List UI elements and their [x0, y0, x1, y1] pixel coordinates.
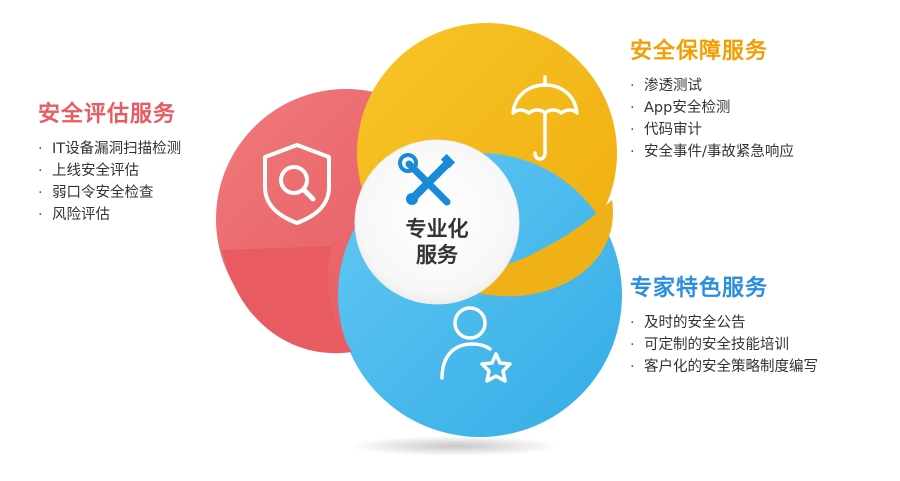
section-expert-services: 专家特色服务 · 及时的安全公告 · 可定制的安全技能培训 · 客户化的安全策略制度编…: [630, 270, 818, 378]
list-item: · 可定制的安全技能培训: [630, 334, 818, 356]
bullet-dot: ·: [38, 163, 43, 179]
list-item: · 及时的安全公告: [630, 312, 818, 334]
user-star-icon: [440, 306, 512, 383]
list-item-text: 弱口令安全检查: [52, 185, 154, 201]
list-item: · IT设备漏洞扫描检测: [38, 138, 181, 160]
bullet-dot: ·: [630, 122, 635, 138]
list-item: · 弱口令安全检查: [38, 182, 181, 204]
list-item-text: App安全检测: [644, 100, 731, 116]
section-title: 安全评估服务: [38, 102, 177, 127]
bullet-dot: ·: [630, 144, 635, 160]
bullet-list: · 及时的安全公告 · 可定制的安全技能培训 · 客户化的安全策略制度编写: [630, 312, 818, 378]
list-item-text: 代码审计: [644, 122, 702, 138]
bullet-dot: ·: [38, 185, 43, 201]
bullet-list: · 渗透测试 · App安全检测 · 代码审计 · 安全事件/事故紧急响应: [630, 75, 794, 163]
list-item: · 代码审计: [630, 119, 794, 141]
center-label-line2: 服务: [416, 243, 458, 267]
bullet-dot: ·: [630, 315, 635, 331]
section-security-assessment: 安全评估服务 · IT设备漏洞扫描检测 · 上线安全评估 · 弱口令安全检查 · 风险评…: [38, 96, 181, 226]
bullet-list: · IT设备漏洞扫描检测 · 上线安全评估 · 弱口令安全检查 · 风险评估: [38, 138, 181, 226]
list-item-text: 安全事件/事故紧急响应: [644, 144, 794, 160]
bullet-dot: ·: [630, 78, 635, 94]
section-title: 安全保障服务: [630, 39, 769, 64]
section-security-assurance: 安全保障服务 · 渗透测试 · App安全检测 · 代码审计 · 安全事件/事故紧急响应: [630, 33, 794, 163]
list-item-text: IT设备漏洞扫描检测: [52, 141, 182, 157]
bullet-dot: ·: [630, 100, 635, 116]
list-item-text: 渗透测试: [644, 78, 702, 94]
section-title: 专家特色服务: [630, 276, 769, 301]
list-item-text: 风险评估: [52, 207, 110, 223]
list-item-text: 客户化的安全策略制度编写: [644, 359, 818, 375]
ground-shadow: [350, 436, 560, 456]
list-item-text: 可定制的安全技能培训: [644, 337, 789, 353]
list-item: · 安全事件/事故紧急响应: [630, 141, 794, 163]
list-item-text: 及时的安全公告: [644, 315, 746, 331]
bullet-dot: ·: [630, 337, 635, 353]
list-item: · 客户化的安全策略制度编写: [630, 356, 818, 378]
center-disk: [354, 139, 520, 305]
tools-icon: [398, 153, 456, 206]
center-label: 专业化 服务: [372, 216, 502, 268]
center-label-line1: 专业化: [405, 217, 469, 241]
bullet-dot: ·: [630, 359, 635, 375]
umbrella-icon: [511, 75, 579, 161]
list-item: · 风险评估: [38, 204, 181, 226]
list-item: · App安全检测: [630, 97, 794, 119]
list-item-text: 上线安全评估: [52, 163, 139, 179]
bullet-dot: ·: [38, 207, 43, 223]
bullet-dot: ·: [38, 141, 43, 157]
list-item: · 上线安全评估: [38, 160, 181, 182]
list-item: · 渗透测试: [630, 75, 794, 97]
shield-search-icon: [263, 143, 331, 225]
swirl-red-tail: [222, 246, 352, 354]
